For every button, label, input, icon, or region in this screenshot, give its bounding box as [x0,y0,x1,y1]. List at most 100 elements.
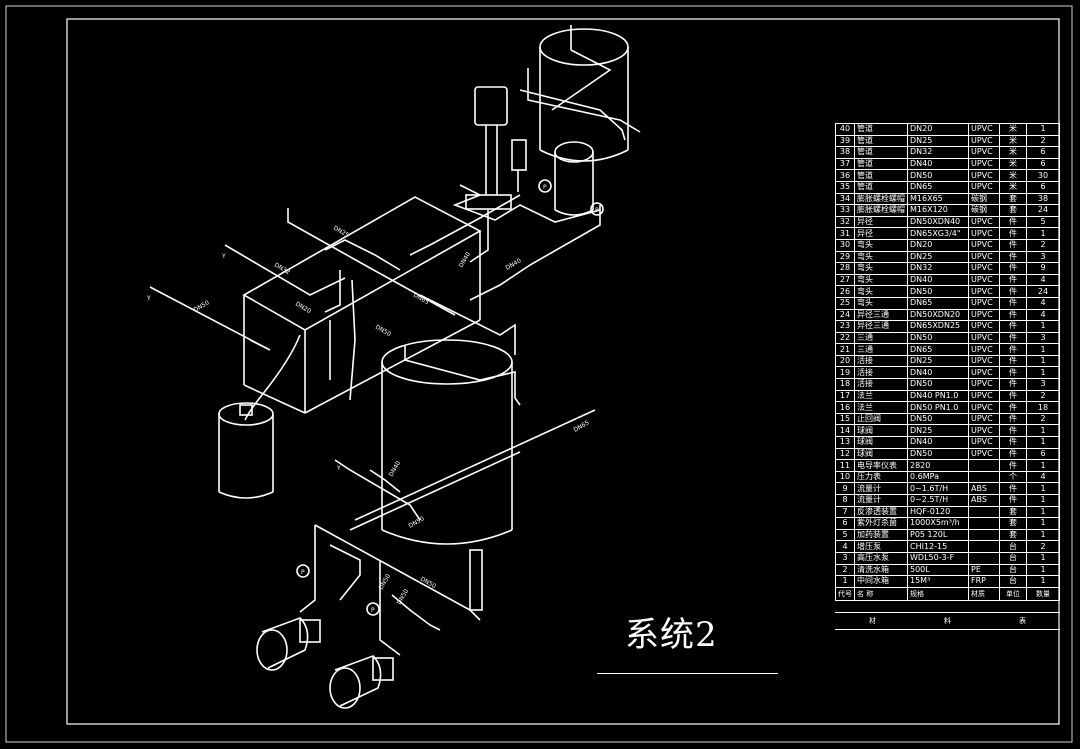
bom-cell-qty: 1 [1026,123,1060,136]
pipe-run [224,244,346,296]
bom-cell-unit: 件 [999,366,1027,380]
bom-cell-name: 流量计 [854,494,908,507]
bom-cell-no: 36 [835,169,855,182]
bom-cell-spec: DN40 [907,436,969,449]
pipe-label: DN40 [505,257,523,272]
bom-cell-mat: UPVC [968,180,1000,194]
bom-cell-no: 12 [835,447,855,461]
title-underline [597,673,778,674]
bom-cell-name: 中间水箱 [854,575,908,588]
bom-cell-unit: 件 [999,262,1027,275]
pipe-run [299,525,316,613]
bom-cell-spec: DN40 [907,366,969,380]
bom-cell-no: 1 [835,575,855,588]
bom-cell-no: 23 [835,320,855,333]
pipe-run [391,594,441,631]
bom-cell-no: 9 [835,482,855,495]
bom-cell-name: 止回阀 [854,412,908,426]
bom-cell-spec: 1000X5m³/h [907,517,969,530]
bom-cell-no: 38 [835,146,855,159]
bom-cell-unit: 件 [999,436,1027,449]
bom-cell-mat: UPVC [968,320,1000,333]
drawing-title: 系统2 [625,615,718,655]
bom-cell-qty: 1 [1026,424,1060,438]
bom-cell-spec: DN65XDN25 [907,320,969,333]
bom-cell-name: 增压泵 [854,540,908,553]
bom-cell-spec: M16X120 [907,204,969,217]
bom-cell-qty: 9 [1026,262,1060,275]
bom-cell-unit: 件 [999,482,1027,495]
bom-cell-unit: 套 [999,204,1027,217]
bom-cell-no: 18 [835,378,855,391]
bom-cell-qty: 30 [1026,169,1060,182]
bom-cell-mat: PE [968,563,1000,577]
isometric-piping-diagram [149,25,641,709]
pipe-run [379,560,401,656]
pipe-label: Y [146,295,151,302]
bom-cell-mat: UPVC [968,424,1000,438]
bom-cell-qty: 1 [1026,528,1060,542]
bom-cell-qty: 1 [1026,436,1060,449]
bom-cell-no: 28 [835,262,855,275]
bom-cell-qty: 3 [1026,331,1060,345]
pressure-gauge [538,179,552,193]
pipe-run [419,294,516,355]
bom-cell-mat: UPVC [968,238,1000,252]
bom-cell-spec: DN20 [907,123,969,136]
bom-cell-mat: UPVC [968,227,1000,240]
bom-cell-mat: UPVC [968,134,1000,148]
intermediate-water-tank [381,339,521,545]
bom-cell-no: 22 [835,331,855,345]
bom-cell-mat: UPVC [968,343,1000,356]
bom-header-name: 名 称 [854,586,908,601]
bom-cell-unit: 米 [999,180,1027,194]
bom-cell-qty: 2 [1026,412,1060,426]
bom-cell-mat: UPVC [968,157,1000,171]
bom-cell-mat: UPVC [968,436,1000,449]
bom-cell-unit: 米 [999,146,1027,159]
bom-cell-no: 29 [835,250,855,264]
bom-cell-name: 三通 [854,343,908,356]
bom-cell-qty: 2 [1026,134,1060,148]
bom-cell-mat: FRP [968,575,1000,588]
bom-cell-unit: 件 [999,378,1027,391]
bom-cell-mat: UPVC [968,389,1000,403]
pipe-label: DN50 [419,576,437,591]
bom-cell-no: 19 [835,366,855,380]
bom-cell-spec: DN50 [907,331,969,345]
bom-cell-spec: DN50 [907,412,969,426]
pipe-run [329,544,361,601]
bom-cell-qty: 6 [1026,146,1060,159]
bom-cell-unit: 件 [999,494,1027,507]
bom-cell-no: 35 [835,180,855,194]
bom-cell-name: 异径 [854,227,908,240]
pipe-label: DN40 [388,460,403,478]
bom-cell-mat [968,528,1000,542]
bom-cell-spec: DN65 [907,296,969,310]
bom-cell-unit: 件 [999,238,1027,252]
bom-cell-no: 7 [835,505,855,519]
bom-cell-qty: 1 [1026,354,1060,368]
bom-cell-qty: 1 [1026,459,1060,472]
bom-cell-mat: UPVC [968,308,1000,322]
bom-cell-spec: DN40 [907,273,969,287]
pressure-filter [469,549,483,611]
bom-cell-unit: 件 [999,227,1027,240]
bom-cell-spec: HQF-0120 [907,505,969,519]
bom-cell-qty: 1 [1026,517,1060,530]
bom-cell-spec: 0~1.6T/H [907,482,969,495]
bom-cell-qty: 1 [1026,505,1060,519]
bom-cell-mat: UPVC [968,412,1000,426]
bom-cell-unit: 米 [999,169,1027,182]
bom-cell-qty: 1 [1026,482,1060,495]
bom-cell-mat [968,505,1000,519]
